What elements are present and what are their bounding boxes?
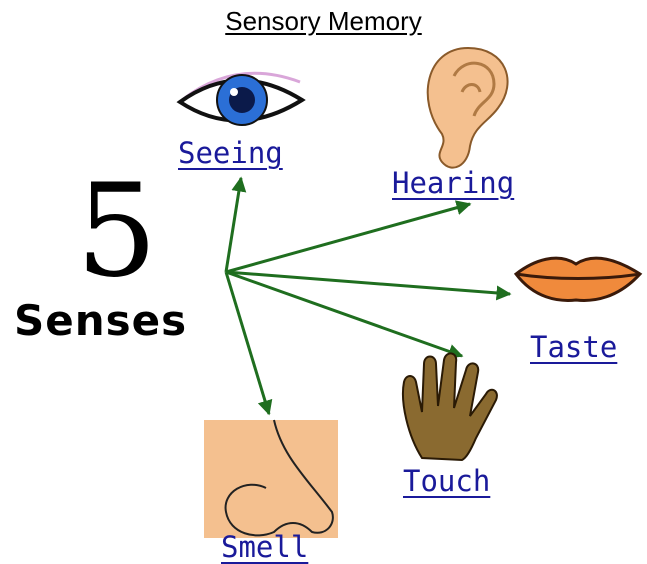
eye-icon bbox=[180, 73, 302, 125]
ear-icon bbox=[428, 48, 508, 168]
arrow-to-smell bbox=[226, 272, 269, 414]
smell-link[interactable]: Smell bbox=[221, 530, 308, 564]
taste-link[interactable]: Taste bbox=[530, 330, 617, 364]
big-number: 5 bbox=[76, 168, 157, 296]
hand-icon bbox=[403, 353, 497, 460]
arrow-to-seeing bbox=[226, 178, 241, 272]
lips-icon bbox=[516, 258, 640, 300]
arrow-to-touch bbox=[226, 272, 462, 356]
hearing-link[interactable]: Hearing bbox=[392, 166, 514, 200]
senses-heading: Senses bbox=[14, 296, 187, 345]
arrow-to-taste bbox=[226, 272, 510, 294]
nose-icon bbox=[204, 420, 338, 538]
seeing-link[interactable]: Seeing bbox=[178, 136, 283, 170]
arrow-to-hearing bbox=[226, 204, 470, 272]
touch-link[interactable]: Touch bbox=[403, 464, 490, 498]
